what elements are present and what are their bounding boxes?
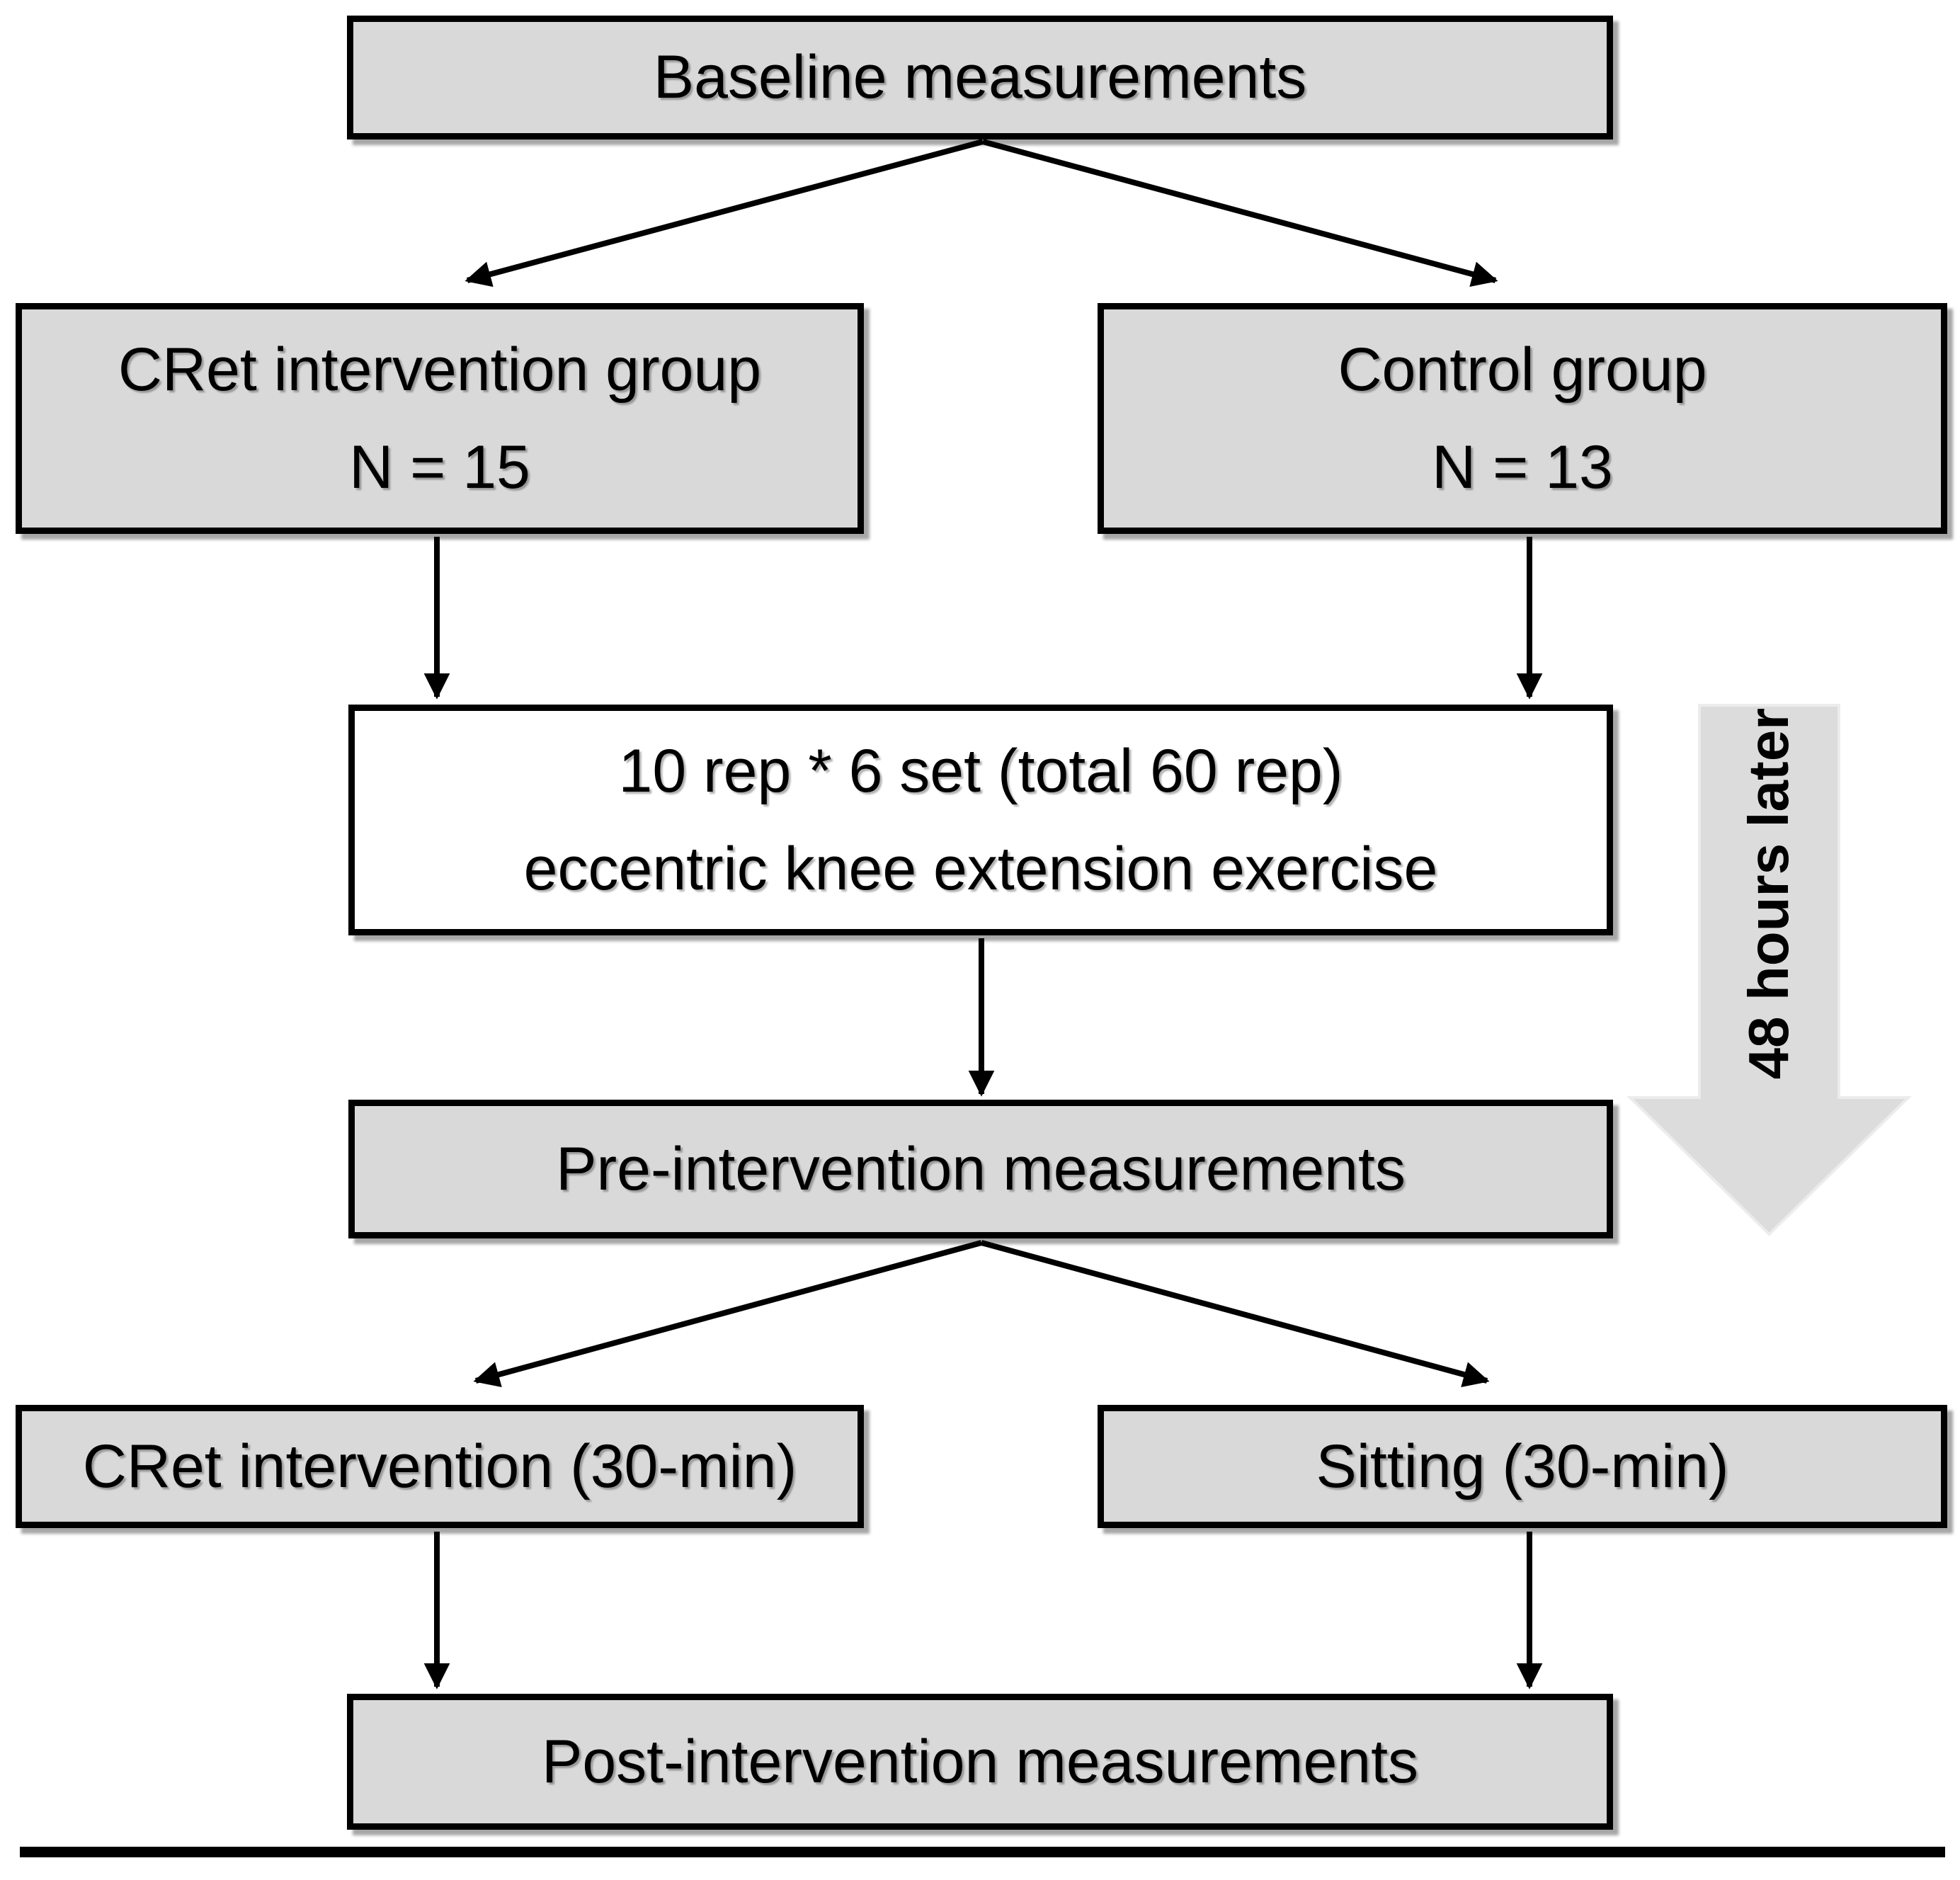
cret-group-n-label: N = 15 [349,433,530,501]
sitting-box: Sitting (30-min) [1098,1405,1947,1528]
exercise-type-label: eccentric knee extension exercise [523,835,1438,903]
connector-baseline-to-cret-group [465,139,984,287]
post-intervention-measurements-box: Post-intervention measurements [347,1694,1613,1830]
eccentric-exercise-box: 10 rep * 6 set (total 60 rep) eccentric … [348,705,1613,935]
control-group-box: Control group N = 13 [1098,303,1947,534]
cret-group-label: CRet intervention group [118,335,762,404]
forty-eight-hours-arrow-shape [1626,704,1912,1236]
sitting-label: Sitting (30-min) [1316,1432,1729,1500]
baseline-measurements-label: Baseline measurements [653,43,1307,112]
connector-baseline-to-control-group [981,139,1498,287]
baseline-measurements-box: Baseline measurements [347,16,1613,139]
control-group-n-label: N = 13 [1432,433,1613,501]
cret-intervention-label: CRet intervention (30-min) [82,1432,797,1500]
connector-pre-to-sitting [980,1240,1490,1388]
post-intervention-label: Post-intervention measurements [541,1727,1418,1796]
cret-intervention-box: CRet intervention (30-min) [16,1405,864,1528]
control-group-label: Control group [1338,335,1707,404]
cret-intervention-group-box: CRet intervention group N = 15 [16,303,864,534]
pre-intervention-label: Pre-intervention measurements [556,1134,1406,1203]
bottom-divider-rule [20,1847,1945,1857]
forty-eight-hours-later-label: 48 hours later [1737,707,1800,1080]
exercise-reps-label: 10 rep * 6 set (total 60 rep) [618,736,1343,805]
pre-intervention-measurements-box: Pre-intervention measurements [348,1100,1613,1238]
connector-pre-to-cret-intervention [473,1240,983,1388]
